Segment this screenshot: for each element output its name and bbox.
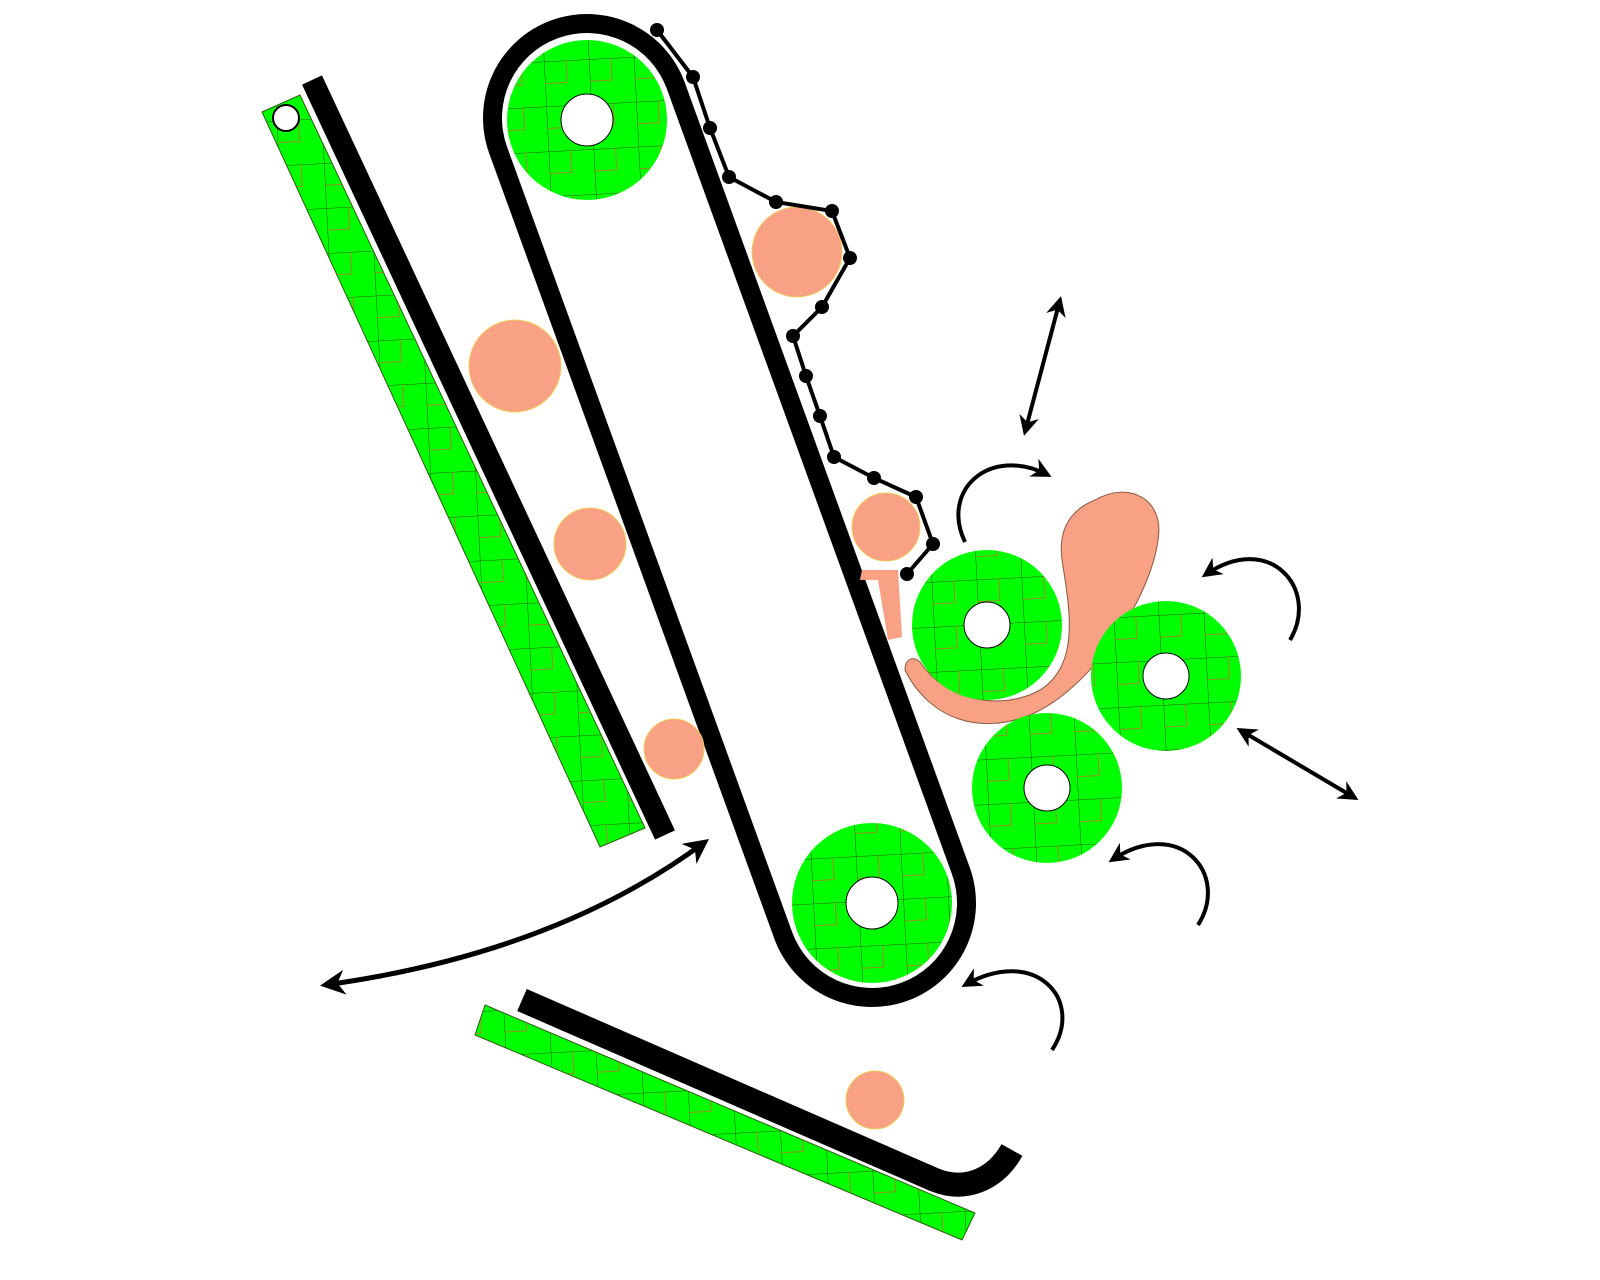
items — [468, 206, 921, 1130]
hook-guide — [860, 570, 902, 640]
rotation-arrow — [1108, 842, 1210, 927]
roller-right — [1091, 601, 1241, 751]
double-arrow — [1236, 727, 1359, 801]
left-inclined-plate — [261, 94, 646, 848]
pivot-hole — [272, 104, 300, 132]
item-ball — [468, 319, 562, 413]
curved-arrow — [320, 839, 710, 995]
chain — [650, 23, 940, 581]
left-guide-bar — [302, 75, 675, 840]
rotation-arrow — [1201, 557, 1301, 642]
bottom-pulley — [792, 823, 952, 983]
roller-upper-left — [912, 550, 1062, 700]
curved-deflector — [904, 491, 1160, 725]
item-ball — [751, 206, 843, 298]
bottom-guide-bar — [517, 988, 1023, 1197]
item-ball — [851, 492, 921, 562]
top-pulley — [507, 40, 667, 200]
item-ball — [845, 1070, 905, 1130]
double-arrow — [1019, 296, 1066, 436]
rotation-arrow — [961, 968, 1065, 1052]
rotation-arrow — [956, 458, 1052, 543]
item-ball — [553, 507, 627, 581]
roller-lower — [972, 713, 1122, 863]
item-ball — [643, 718, 705, 780]
bottom-plate — [474, 1004, 976, 1241]
belt-conveyor — [483, 14, 976, 1007]
motion-arrows — [320, 296, 1359, 1052]
